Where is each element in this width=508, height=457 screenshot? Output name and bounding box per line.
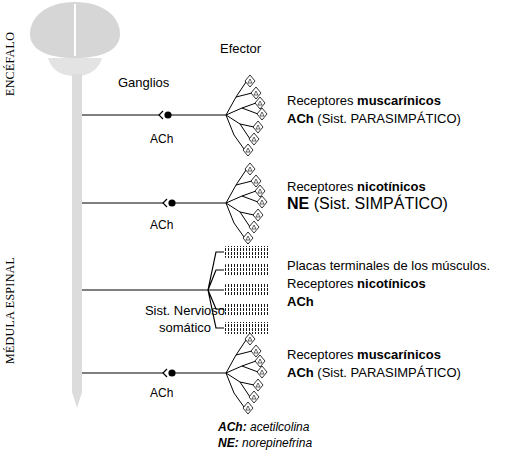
brain-fissure xyxy=(74,4,76,56)
region-label: MÉDULA ESPINAL xyxy=(3,257,17,364)
effector-symbol xyxy=(212,75,267,156)
ganglion-symbol xyxy=(159,111,172,119)
brain-stem xyxy=(48,58,102,76)
label-text: norepinefrina xyxy=(242,436,312,450)
text-line: ACh:acetilcolina xyxy=(218,418,309,436)
ganglion-symbol xyxy=(163,199,176,207)
label-text: Efector xyxy=(220,41,261,56)
effector-symbol xyxy=(212,163,267,244)
muscle-fiber xyxy=(224,303,270,315)
text-line: ACh xyxy=(150,130,173,148)
text-line: Efector xyxy=(220,40,261,57)
muscle-fiber xyxy=(224,284,270,296)
muscle-fiber xyxy=(224,264,270,276)
text-line: ACh xyxy=(150,216,173,234)
label-text: Ganglios xyxy=(118,75,169,90)
label-text: ACh xyxy=(287,365,314,380)
label-text: (Sist. SIMPÁTICO) xyxy=(314,195,448,212)
text-line: Placas terminales de los músculos. xyxy=(287,257,490,274)
label-text: muscarínicos xyxy=(357,93,441,108)
effector-symbol xyxy=(212,333,267,414)
label-text: NE: xyxy=(218,436,239,450)
label-text: ACh xyxy=(150,132,173,146)
label-text: nicotínicos xyxy=(357,179,426,194)
label-text: ACh xyxy=(287,111,314,126)
muscle-fiber xyxy=(224,246,270,258)
label-text: Sist. Nervioso somático xyxy=(145,303,225,335)
text-line: Receptores muscarínicos xyxy=(287,346,441,363)
label-text: Receptores xyxy=(287,276,353,291)
text-line: ACh(Sist. PARASIMPÁTICO) xyxy=(287,364,461,381)
text-line: NE:norepinefrina xyxy=(218,434,312,452)
text-line: ACh(Sist. PARASIMPÁTICO) xyxy=(287,110,461,127)
label-text: nicotínicos xyxy=(357,276,426,291)
text-line: Receptores nicotínicos xyxy=(287,275,426,292)
text-line: NE (Sist. SIMPÁTICO) xyxy=(287,195,448,213)
label-text: ACh xyxy=(150,218,173,232)
label-text: Receptores xyxy=(287,179,353,194)
label-text: ACh xyxy=(287,294,314,309)
label-text: acetilcolina xyxy=(250,420,309,434)
spinal-cord xyxy=(72,74,82,408)
label-text: ACh: xyxy=(218,420,247,434)
nerve-fiber xyxy=(82,202,212,203)
text-line: Sist. Nervioso somático xyxy=(140,302,230,336)
label-text: Placas terminales de los músculos. xyxy=(287,258,490,273)
text-line: ACh xyxy=(287,293,314,310)
nerve-fiber xyxy=(82,372,212,373)
ganglion-symbol xyxy=(163,369,176,377)
label-text: ACh xyxy=(150,386,173,400)
text-line: ACh xyxy=(150,384,173,402)
label-text: NE xyxy=(287,195,309,212)
label-text: (Sist. PARASIMPÁTICO) xyxy=(317,111,461,126)
label-text: Receptores xyxy=(287,347,353,362)
muscle-fiber xyxy=(224,322,270,334)
region-label: ENCÉFALO xyxy=(3,32,17,96)
label-text: (Sist. PARASIMPÁTICO) xyxy=(317,365,461,380)
text-line: Receptores muscarínicos xyxy=(287,92,441,109)
text-line: Receptores nicotínicos xyxy=(287,178,426,195)
nerve-fiber xyxy=(82,114,212,115)
brain-cerebrum xyxy=(30,2,120,58)
label-text: Receptores xyxy=(287,93,353,108)
text-line: Ganglios xyxy=(118,74,169,91)
label-text: muscarínicos xyxy=(357,347,441,362)
